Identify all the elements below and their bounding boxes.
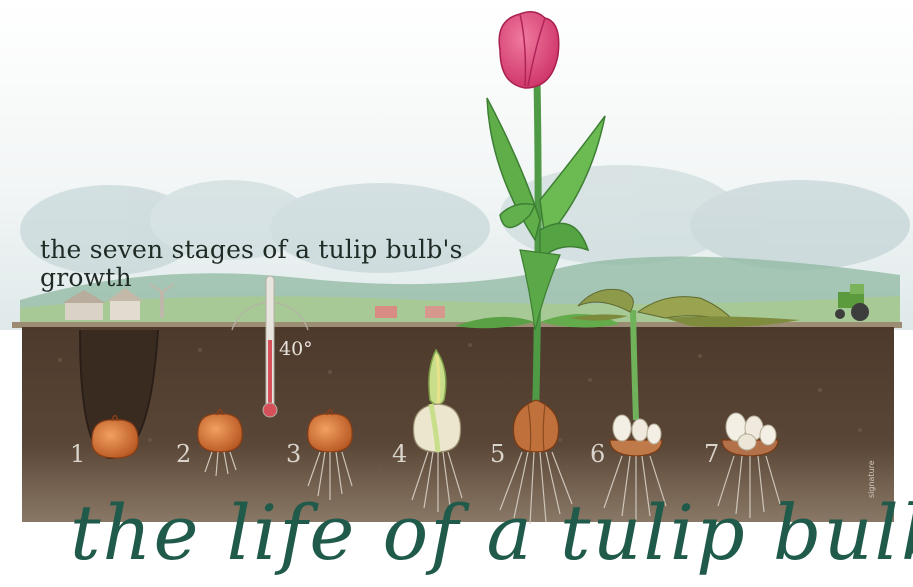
stage-number-6: 6 bbox=[590, 440, 605, 468]
stage-number-3: 3 bbox=[286, 440, 301, 468]
stage-number-2: 2 bbox=[176, 440, 191, 468]
main-title: the life of a tulip bulb bbox=[70, 488, 910, 578]
stage-number-7: 7 bbox=[704, 440, 719, 468]
stage-number-1: 1 bbox=[70, 440, 85, 468]
thermometer-reading: 40° bbox=[279, 338, 313, 360]
stage-number-4: 4 bbox=[392, 440, 407, 468]
subtitle: the seven stages of a tulip bulb's growt… bbox=[40, 236, 500, 292]
stage-number-5: 5 bbox=[490, 440, 505, 468]
